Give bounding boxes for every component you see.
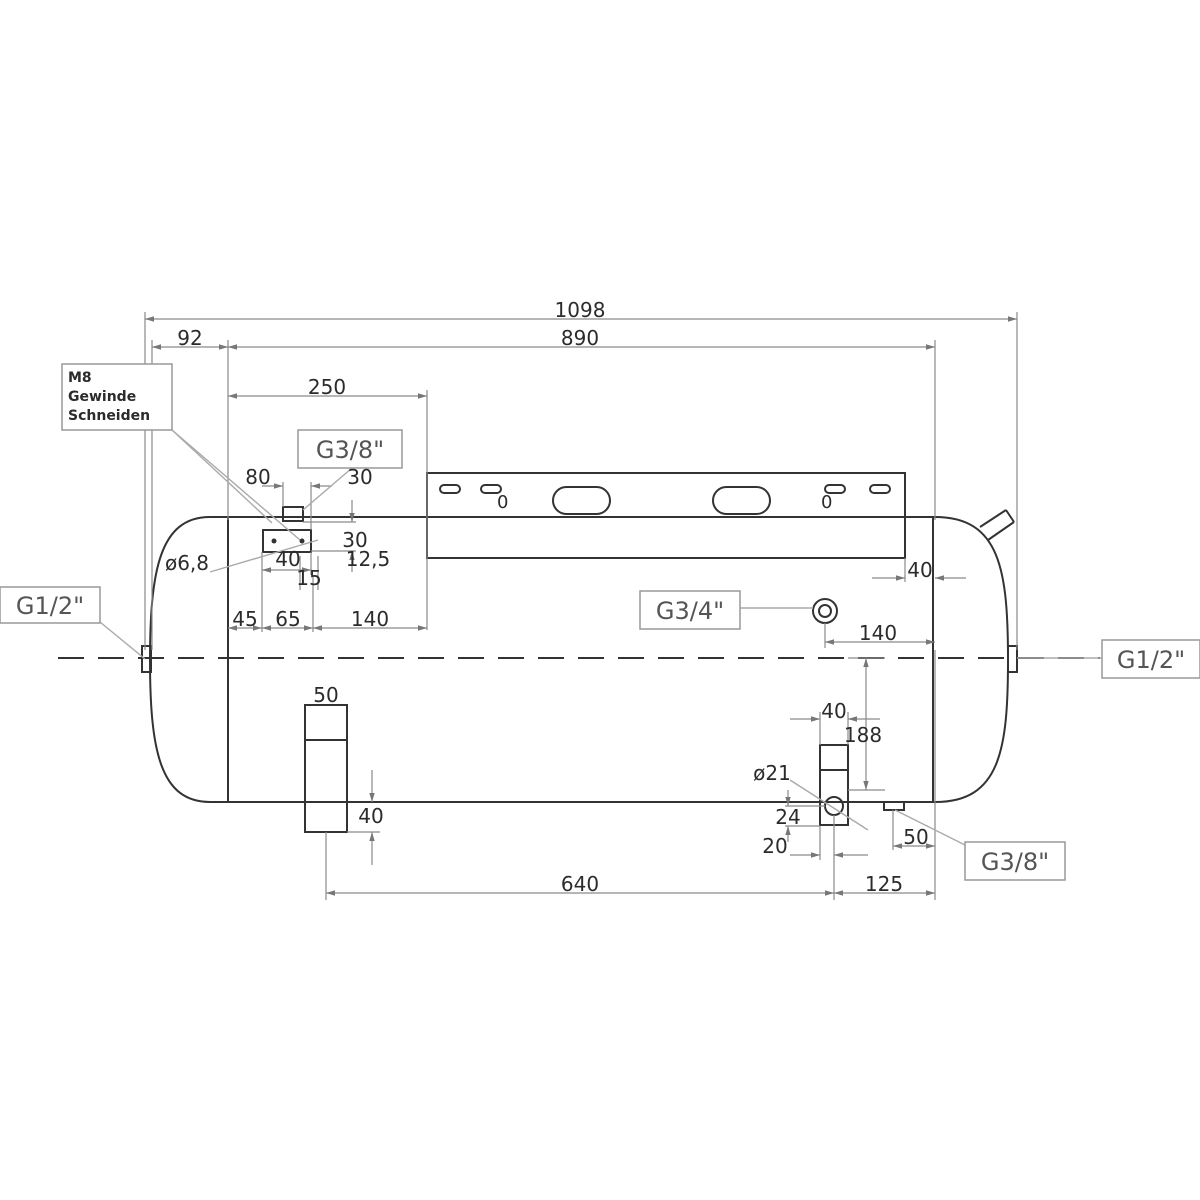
dim-foot-hole-diameter: ø21	[753, 761, 791, 785]
left-foot	[304, 704, 348, 833]
dim-end-offset: 92	[177, 326, 202, 350]
dim-end-distance: 125	[865, 872, 903, 896]
bracket-hole	[271, 538, 277, 544]
dimension-lines	[144, 312, 1018, 900]
dim-bracket-width: 80	[245, 465, 270, 489]
port-label-box	[964, 841, 1066, 881]
dim-lower-b: 65	[275, 607, 300, 631]
note-box	[61, 363, 173, 431]
dim-foot-hole-offset: 20	[762, 834, 787, 858]
dim-bracket-offset: 30	[347, 465, 372, 489]
port-label-left-end: G1/2"	[16, 592, 84, 620]
bracket-hole	[299, 538, 305, 544]
plate-slot	[824, 484, 846, 494]
dim-lower-a: 45	[232, 607, 257, 631]
dim-bracket-small: 15	[296, 566, 321, 590]
right-end-socket	[1007, 645, 1018, 673]
port-label-top-left: G3/8"	[316, 436, 384, 464]
right-foot	[819, 744, 849, 826]
dim-feet-spacing: 640	[561, 872, 599, 896]
top-right-pipe	[979, 509, 1015, 541]
note-line-3: Schneiden	[68, 408, 150, 424]
dim-overall-length: 1098	[555, 298, 606, 322]
note-line-2: Gewinde	[68, 389, 136, 405]
bottom-drain-socket	[883, 801, 905, 811]
saddle-plate: 0 0	[426, 472, 906, 559]
dim-hole-spacing: 40	[275, 547, 300, 571]
dim-plate-width: 250	[308, 375, 346, 399]
left-end-socket	[141, 645, 152, 673]
dim-port-offset: 140	[859, 621, 897, 645]
port-label-box	[639, 590, 741, 630]
dim-hole-diameter: ø6,8	[165, 551, 209, 575]
dim-right-foot-width: 40	[821, 699, 846, 723]
plate-slot	[480, 484, 502, 494]
dim-bracket-height: 30	[342, 528, 367, 552]
port-label-box	[0, 586, 101, 624]
plate-slot-label-right: 0	[821, 492, 832, 513]
note-line-1: M8	[68, 370, 92, 386]
plate-slot	[869, 484, 891, 494]
plate-slot	[439, 484, 461, 494]
dim-left-foot-height: 40	[358, 804, 383, 828]
dim-shell-length: 890	[561, 326, 599, 350]
plate-long-slot	[552, 486, 611, 515]
plate-long-slot	[712, 486, 771, 515]
bracket-block	[262, 529, 312, 553]
bracket-nipple	[282, 506, 304, 522]
dim-right-foot-height: 188	[844, 723, 882, 747]
dim-plate-overhang: 40	[907, 558, 932, 582]
dim-drain-offset: 50	[903, 825, 928, 849]
port-label-bottom-right: G3/8"	[981, 848, 1049, 876]
dim-bracket-edge: 12,5	[346, 547, 391, 571]
dim-left-foot-width: 50	[313, 683, 338, 707]
port-label-box	[297, 429, 403, 469]
m8-bracket	[262, 506, 312, 553]
port-label-right-end: G1/2"	[1117, 646, 1185, 674]
dimension-texts: 1098 92 890 250 80 30 30 12,5 ø6,8 40 15…	[165, 298, 933, 896]
port-label-box	[1101, 639, 1200, 679]
dim-lower-c: 140	[351, 607, 389, 631]
side-port	[812, 598, 838, 624]
port-label-side: G3/4"	[656, 597, 724, 625]
dim-foot-hole-height: 24	[775, 805, 800, 829]
plate-slot-label-left: 0	[497, 492, 508, 513]
leader-lines	[99, 429, 1102, 846]
